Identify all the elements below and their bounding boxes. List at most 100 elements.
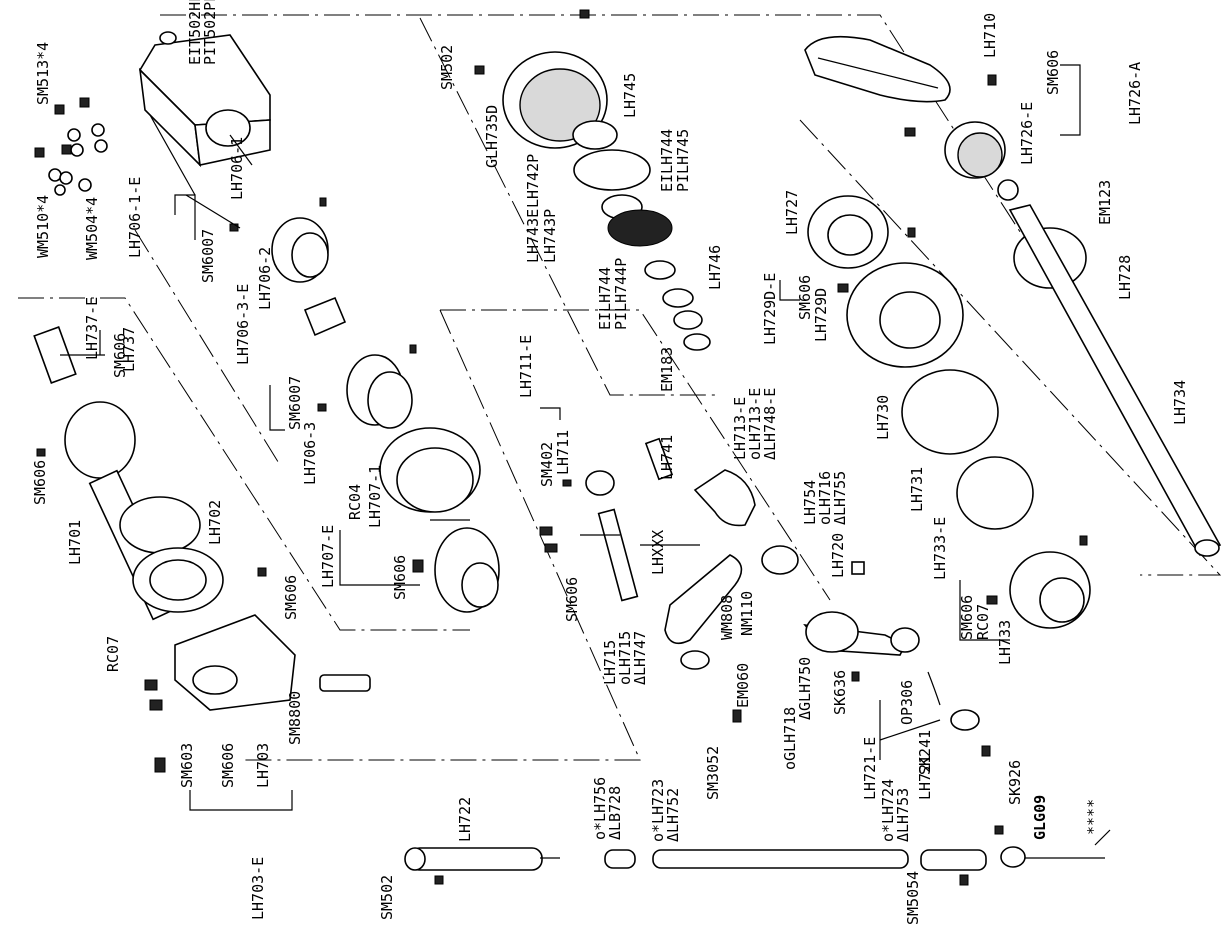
label-sm603: SM603 bbox=[178, 743, 196, 788]
label-sm502-b: SM502 bbox=[378, 875, 396, 920]
label-lh702: LH702 bbox=[206, 500, 224, 545]
motor-assembly bbox=[34, 31, 271, 196]
label-sm502-a: SM502 bbox=[438, 45, 456, 90]
part-labels: EIT502HE PIT502PE SM513*4 WM510*4 WM504*… bbox=[31, 0, 1189, 925]
label-op306: OP306 bbox=[898, 680, 916, 725]
label-dlh755: ΔLH755 bbox=[831, 471, 849, 525]
label-sm606-i: SM606 bbox=[958, 595, 976, 640]
label-em183: EM183 bbox=[658, 347, 676, 392]
label-sm606-h: SM606 bbox=[1044, 50, 1062, 95]
label-sm6007-b: SM6007 bbox=[286, 376, 304, 430]
label-lh745-a: LH745 bbox=[621, 73, 639, 118]
label-sm402: SM402 bbox=[538, 442, 556, 487]
label-sm606-g: SM606 bbox=[796, 275, 814, 320]
label-lh743e: LH743E bbox=[524, 209, 542, 263]
label-lh707-e: LH707-E bbox=[319, 525, 337, 588]
label-olh715: oLH715 bbox=[616, 631, 634, 685]
label-lh726-a: LH726-A bbox=[1126, 62, 1144, 125]
label-lhxxx: LHXXX bbox=[649, 530, 667, 575]
label-lh733-e: LH733-E bbox=[931, 517, 949, 580]
leader-lines bbox=[60, 64, 1111, 859]
label-lh737: LH737 bbox=[120, 327, 138, 372]
linkage-assembly bbox=[539, 437, 920, 723]
right-gear-parts bbox=[807, 195, 1091, 629]
gear-stack bbox=[474, 9, 711, 351]
label-oglh718: oGLH718 bbox=[781, 707, 799, 770]
label-eilh744-a: EILH744 bbox=[658, 129, 676, 192]
label-em060: EM060 bbox=[734, 663, 752, 708]
label-lh727: LH727 bbox=[783, 190, 801, 235]
label-sm606-e: SM606 bbox=[219, 743, 237, 788]
left-shaft-assembly bbox=[33, 326, 371, 773]
label-lh706-3: LH706-3 bbox=[301, 422, 319, 485]
label-lh722: LH722 bbox=[456, 797, 474, 842]
label-pilh745: PILH745 bbox=[674, 129, 692, 192]
label-sk636: SK636 bbox=[831, 670, 849, 715]
label-dlh753: ΔLH753 bbox=[894, 788, 912, 842]
label-lh746: LH746 bbox=[706, 245, 724, 290]
label-nm110: NM110 bbox=[738, 591, 756, 636]
label-olh713-e: oLH713-E bbox=[746, 388, 764, 460]
label-lh713-e: LH713-E bbox=[731, 397, 749, 460]
label-glh735d: GLH735D bbox=[483, 105, 501, 168]
middle-pulley-assembly bbox=[379, 427, 500, 613]
label-lh715: LH715 bbox=[601, 640, 619, 685]
label-lh720: LH720 bbox=[829, 533, 847, 578]
label-lh706-3-e: LH706-3-E bbox=[234, 284, 252, 365]
label-lh707-1: LH707-1 bbox=[366, 465, 384, 528]
label-olh756: o*LH756 bbox=[591, 777, 609, 840]
label-lh733: LH733 bbox=[996, 620, 1014, 665]
label-olh724: o*LH724 bbox=[879, 779, 897, 842]
label-dlb728: ΔLB728 bbox=[606, 786, 624, 840]
label-olh723: o*LH723 bbox=[649, 779, 667, 842]
label-dlh752: ΔLH752 bbox=[664, 788, 682, 842]
label-sm606-b: SM606 bbox=[31, 460, 49, 505]
label-lh721-e: LH721-E bbox=[861, 737, 879, 800]
label-needle-stars: **** bbox=[1084, 799, 1102, 835]
label-sk926: SK926 bbox=[1006, 760, 1024, 805]
label-eit502he: EIT502HE bbox=[186, 0, 204, 65]
label-dlh747: ΔLH747 bbox=[631, 631, 649, 685]
label-lh731: LH731 bbox=[908, 467, 926, 512]
label-lh741: LH741 bbox=[658, 435, 676, 480]
label-dglh750: ΔGLH750 bbox=[796, 657, 814, 720]
label-lh706-1: LH706-1 bbox=[228, 137, 246, 200]
label-lh721: LH721 bbox=[916, 755, 934, 800]
label-lh742p: LH742P bbox=[524, 154, 542, 208]
needle-bar-assembly bbox=[404, 671, 1105, 886]
label-lh730: LH730 bbox=[874, 395, 892, 440]
label-lh728-a: LH728 bbox=[1116, 255, 1134, 300]
label-lh754: LH754 bbox=[801, 480, 819, 525]
label-sk241: SK241 bbox=[916, 730, 934, 775]
screws-sm513 bbox=[34, 97, 108, 196]
label-sm8800: SM8800 bbox=[286, 691, 304, 745]
label-sm5054: SM5054 bbox=[904, 871, 922, 925]
label-lh706-2: LH706-2 bbox=[256, 247, 274, 310]
label-olh716: oLH716 bbox=[816, 471, 834, 525]
label-rc07-a: RC07 bbox=[104, 636, 122, 672]
label-sm606-a: SM606 bbox=[111, 333, 129, 378]
label-wm510: WM510*4 bbox=[34, 195, 52, 258]
label-lh706-1-e: LH706-1-E bbox=[126, 177, 144, 258]
label-lh710: LH710 bbox=[981, 13, 999, 58]
label-rc04: RC04 bbox=[346, 484, 364, 520]
label-eilh744-b: EILH744 bbox=[596, 267, 614, 330]
label-lh711-e: LH711-E bbox=[517, 335, 535, 398]
label-wm504: WM504*4 bbox=[83, 197, 101, 260]
label-sm3052: SM3052 bbox=[704, 746, 722, 800]
coupling-parts bbox=[229, 197, 417, 429]
label-lh737-e: LH737-E bbox=[83, 297, 101, 360]
label-lh729d-e: LH729D-E bbox=[761, 273, 779, 345]
label-lh734: LH734 bbox=[1171, 380, 1189, 425]
label-lh743p: LH743P bbox=[541, 209, 559, 263]
label-lh703-e: LH703-E bbox=[249, 857, 267, 920]
label-sm513: SM513*4 bbox=[34, 42, 52, 105]
label-dlh748-e: ΔLH748-E bbox=[761, 388, 779, 460]
label-lh711: LH711 bbox=[554, 430, 572, 475]
label-sm6007-a: SM6007 bbox=[199, 229, 217, 283]
belt-and-right-shaft bbox=[804, 35, 1222, 557]
label-lh726-e: LH726-E bbox=[1018, 102, 1036, 165]
label-rc07-b: RC07 bbox=[974, 604, 992, 640]
label-pit502pe: PIT502PE bbox=[201, 0, 219, 65]
